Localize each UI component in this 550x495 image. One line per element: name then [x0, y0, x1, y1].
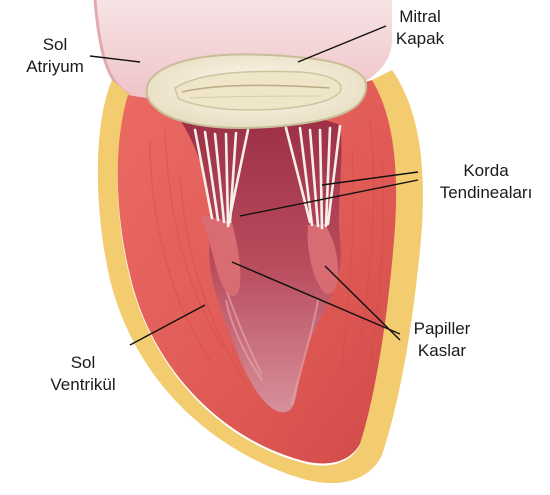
label-left-ventricle: Sol Ventrikül — [40, 352, 126, 396]
label-chordae-line1: Korda — [426, 160, 546, 182]
label-papillary-line1: Papiller — [400, 318, 484, 340]
label-left-ventricle-line2: Ventrikül — [40, 374, 126, 396]
label-left-atrium-line1: Sol — [16, 34, 94, 56]
label-chordae: Korda Tendineaları — [426, 160, 546, 204]
label-left-ventricle-line1: Sol — [40, 352, 126, 374]
label-papillary: Papiller Kaslar — [400, 318, 484, 362]
label-papillary-line2: Kaslar — [400, 340, 484, 362]
mitral-valve-shape — [147, 54, 366, 128]
label-mitral-valve-line2: Kapak — [380, 28, 460, 50]
label-left-atrium: Sol Atriyum — [16, 34, 94, 78]
label-chordae-line2: Tendineaları — [426, 182, 546, 204]
label-mitral-valve: Mitral Kapak — [380, 6, 460, 50]
label-left-atrium-line2: Atriyum — [16, 56, 94, 78]
label-mitral-valve-line1: Mitral — [380, 6, 460, 28]
